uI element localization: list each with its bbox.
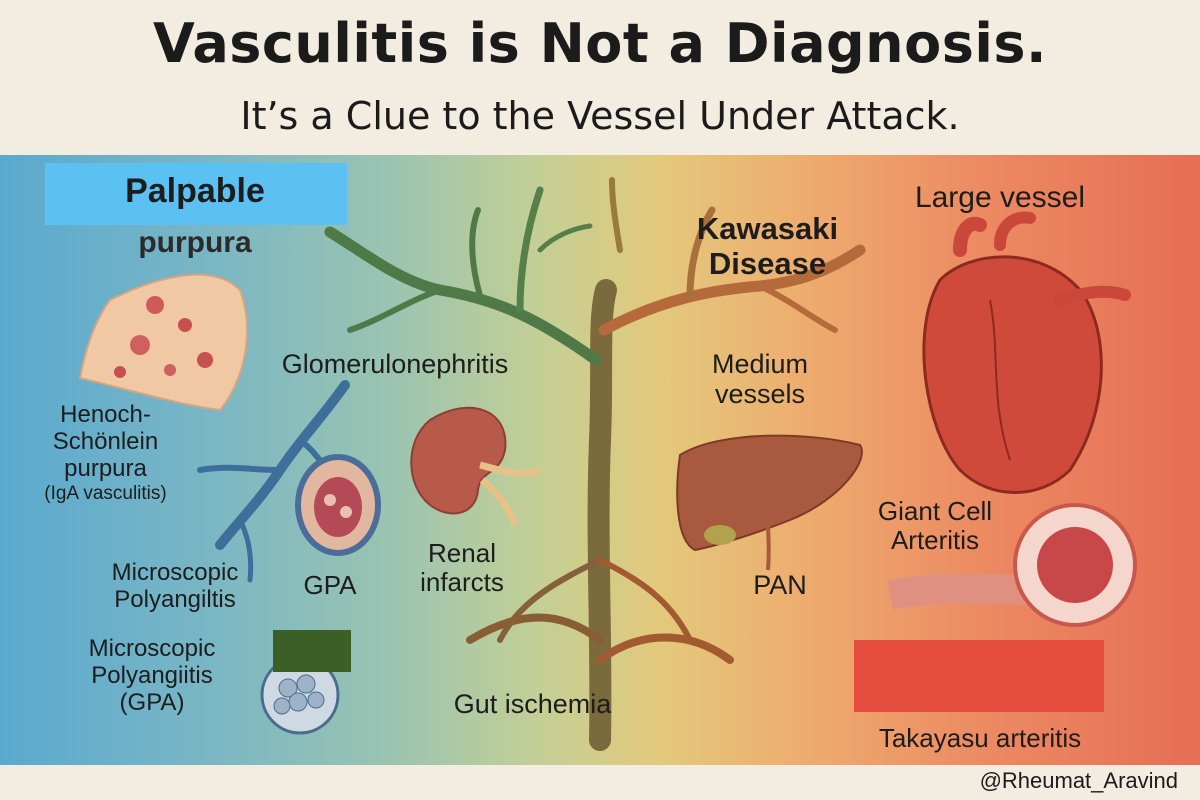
red-highlight-box: [854, 640, 1104, 712]
label-giant-cell-arteritis: Giant Cell Arteritis: [850, 496, 1020, 556]
mpa1-line-2: Polyangiltis: [114, 585, 236, 613]
label-hsp: Henoch- Schönlein purpura (IgA vasculiti…: [18, 401, 193, 504]
palpable-highlight-box: [45, 163, 347, 225]
artery-icon: [887, 503, 1137, 627]
gca-line-2: Arteritis: [890, 525, 980, 556]
author-handle: @Rheumat_Aravind: [979, 768, 1178, 793]
label-gpa: GPA: [303, 570, 357, 600]
label-medium-vessels: Medium vessels: [680, 349, 840, 409]
skin-purpura-icon: [78, 273, 249, 412]
renal-line-1: Renal: [428, 538, 496, 568]
renal-line-2: infarcts: [420, 567, 504, 598]
kawasaki-line-1: Kawasaki: [696, 211, 839, 246]
label-glomerulonephritis: Glomerulonephritis: [281, 349, 509, 379]
label-palpable: Palpable: [125, 172, 265, 210]
label-renal-infarcts: Renal infarcts: [392, 538, 532, 598]
liver-icon: [676, 434, 863, 571]
label-mpa-2: Microscopic Polyangiitis (GPA): [52, 635, 252, 717]
vessel-tree-icon: [324, 177, 866, 751]
kawasaki-line-2: Disease: [708, 245, 827, 281]
medium-line-2: vessels: [714, 379, 806, 410]
heart-icon: [922, 211, 1131, 494]
label-takayasu: Takayasu arteritis: [878, 723, 1082, 753]
mpa1-line-1: Microscopic: [111, 559, 239, 586]
label-kawasaki: Kawasaki Disease: [660, 211, 875, 281]
hsp-line-1: Henoch-: [60, 401, 151, 428]
label-large-vessel: Large vessel: [914, 181, 1086, 214]
header: [0, 0, 1200, 155]
label-pan: PAN: [753, 570, 807, 600]
kidney-icon: [410, 406, 542, 527]
mpa2-line-1: Microscopic: [88, 635, 216, 662]
mpa2-line-3: (GPA): [119, 688, 185, 716]
hsp-line-4: (IgA vasculitis): [44, 482, 167, 504]
label-mpa-1: Microscopic Polyangiltis: [80, 559, 270, 614]
label-purpura: purpura: [138, 226, 252, 259]
green-highlight-box: [273, 630, 351, 672]
mpa2-line-2: Polyangiitis: [91, 661, 213, 689]
label-gut-ischemia: Gut ischemia: [453, 689, 612, 719]
gca-line-1: Giant Cell: [877, 496, 993, 526]
footer: [0, 765, 1200, 800]
page-subtitle: It’s a Clue to the Vessel Under Attack.: [240, 94, 960, 138]
glomerulus-icon: [295, 454, 381, 556]
hsp-line-3: purpura: [64, 454, 147, 482]
cells-icon: [260, 655, 340, 735]
medium-line-1: Medium: [711, 349, 809, 379]
hsp-line-2: Schönlein: [52, 427, 159, 455]
page-title: Vasculitis is Not a Diagnosis.: [152, 12, 1048, 75]
